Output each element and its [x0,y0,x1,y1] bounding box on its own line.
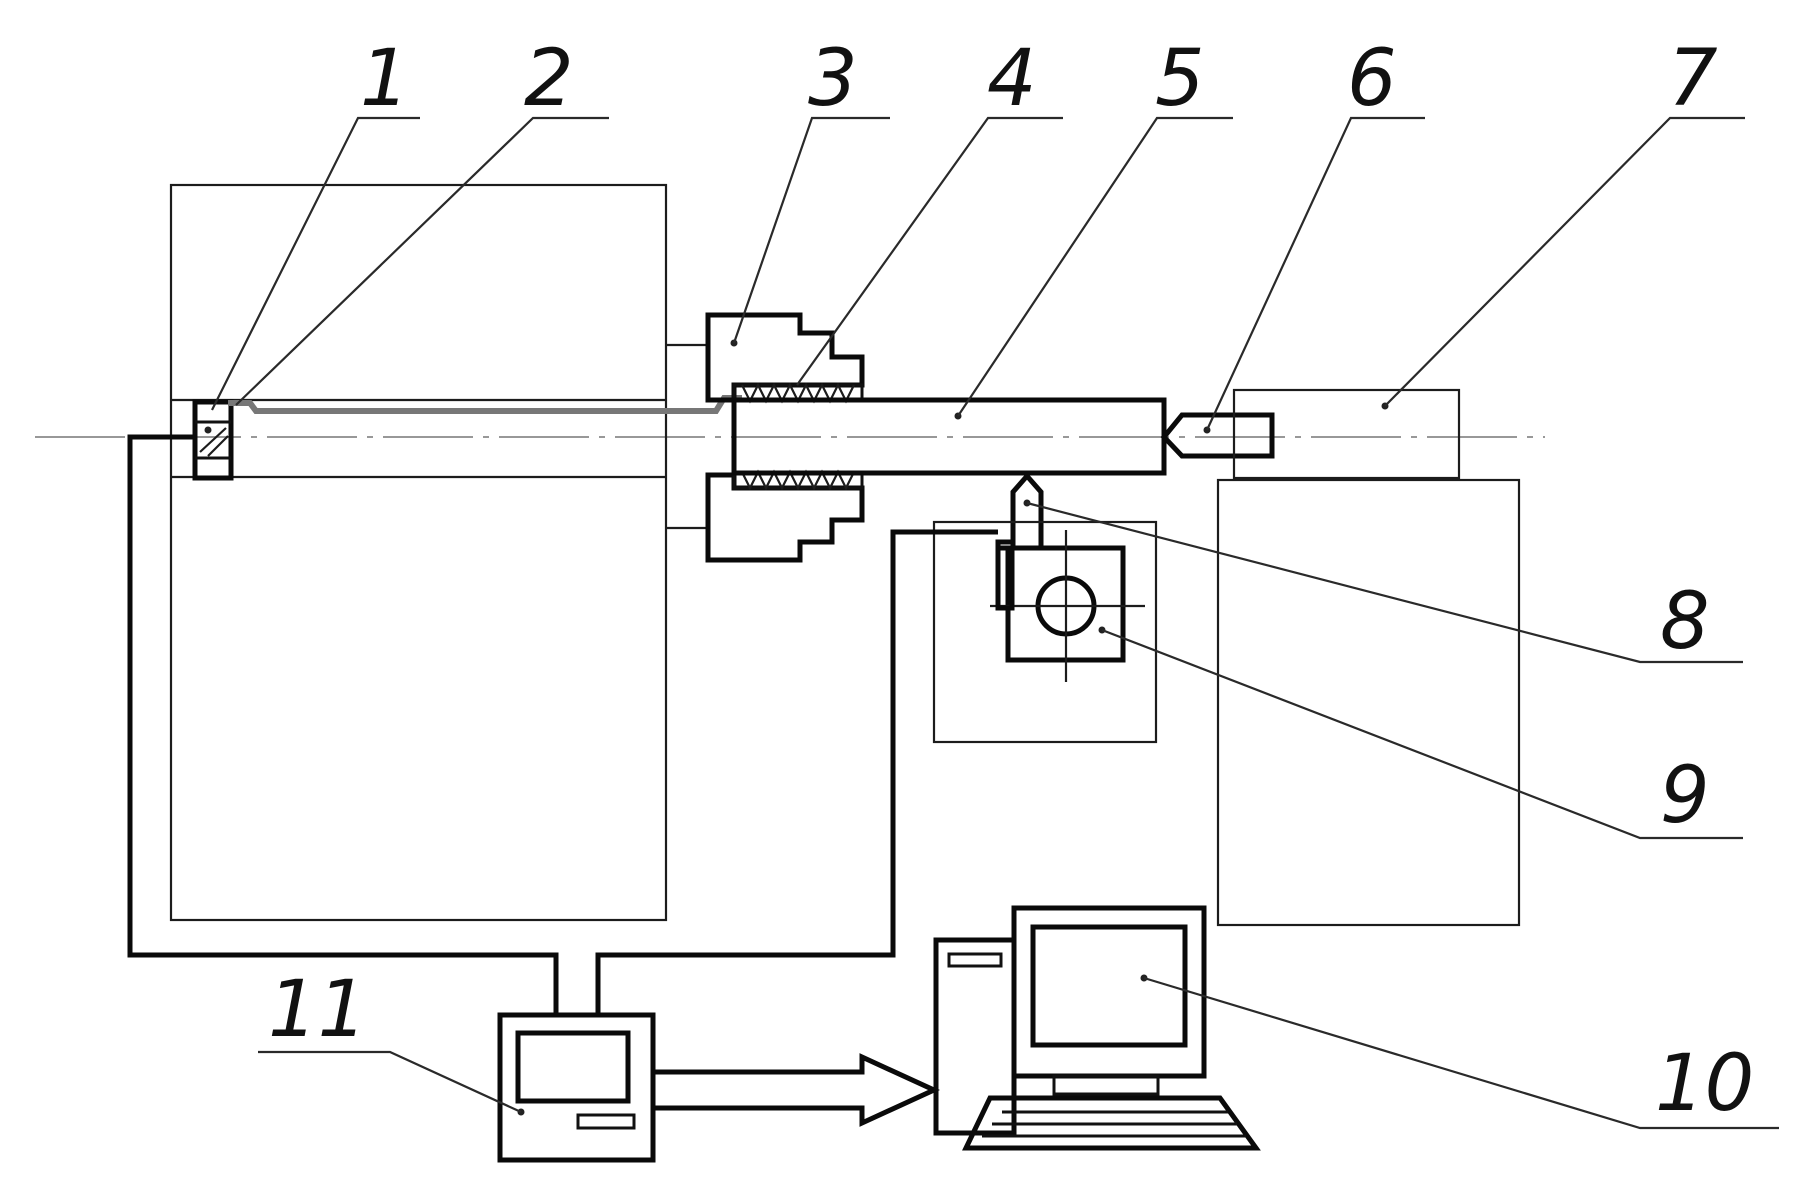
tailstock-center-6 [1160,412,1275,459]
callout-2: 2 [524,34,574,124]
callout-11: 11 [268,965,367,1055]
data-arrow [653,1053,941,1127]
headstock-body [169,183,706,922]
callout-8: 8 [1660,577,1710,667]
callout-7: 7 [1668,34,1718,124]
callout-3: 3 [808,34,858,124]
signal-lines [127,434,998,1015]
amplifier-11 [497,1012,656,1163]
sensor-1 [192,399,234,481]
cutting-tool-8 [995,472,1044,551]
callout-10: 10 [1655,1039,1754,1129]
callout-5: 5 [1155,34,1205,124]
callout-1: 1 [360,34,410,124]
callout-6: 6 [1347,34,1397,124]
leader-lines [211,116,1779,1130]
tailstock-7 [1216,388,1521,927]
tool-holder-9 [932,520,1158,744]
callout-4: 4 [987,34,1037,124]
computer-10 [933,905,1261,1151]
callout-9: 9 [1660,751,1710,841]
callout-labels: 1 2 3 4 5 6 7 8 9 10 11 [268,34,1754,1129]
